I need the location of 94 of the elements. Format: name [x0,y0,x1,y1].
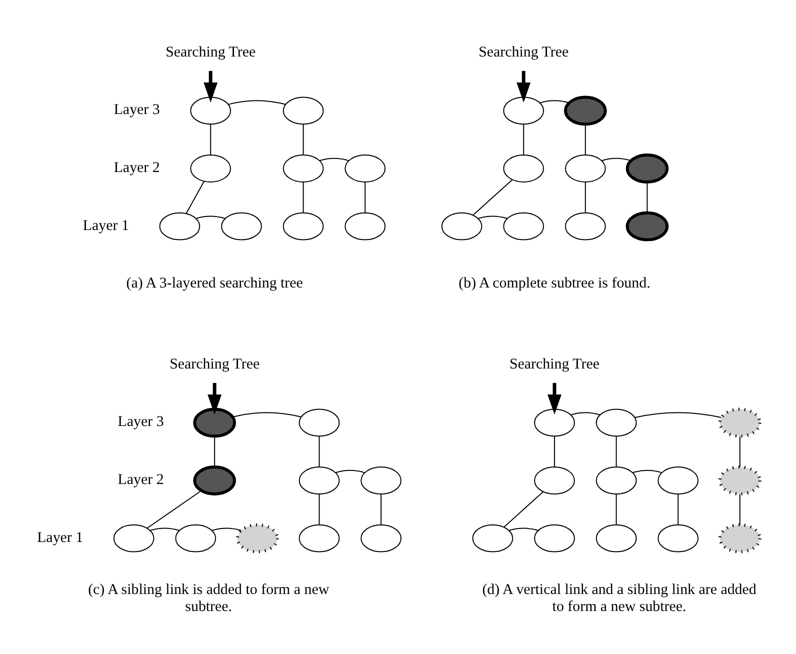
label: Layer 2 [118,472,164,488]
node-ellipse [596,408,637,436]
node-ellipse [596,524,637,552]
connector [508,527,539,530]
node-text: Searching Tree [509,356,600,372]
label: Layer 3 [118,414,164,430]
node-ellipse [298,524,340,552]
connector [232,412,302,417]
connector [318,435,320,467]
node-text: Searching Tree [170,356,260,372]
label: Layer 1 [37,529,84,546]
node-text: Searching Tree [166,44,256,60]
label: (c) A sibling link is added to form a new subtree. [88,582,330,615]
label: Layer 3 [114,102,160,118]
connector [584,181,586,213]
connector [646,181,648,213]
connector [540,100,570,103]
node-text: Searching Tree [478,44,569,60]
arrow [548,382,562,414]
node-ellipse [190,154,232,182]
node-ellipse [175,524,216,552]
connector [503,490,544,528]
arrow [204,70,218,102]
node-ellipse [626,153,669,183]
connector [634,412,722,418]
label: Layer 1 [82,217,129,234]
node-ellipse [159,212,200,240]
node-ellipse [193,465,236,495]
node-ellipse [221,212,262,240]
arrow [208,382,222,414]
connector [196,215,226,218]
node-ellipse [534,466,575,494]
node-ellipse [190,96,232,124]
node-ellipse [564,154,606,182]
connector [186,180,205,214]
node-ellipse [472,524,514,552]
connector [212,527,242,530]
node-ellipse [282,212,324,240]
connector [584,123,586,155]
connector [214,435,216,467]
connector [570,412,600,415]
connector [302,123,304,155]
node-ellipse [282,154,324,182]
connector [302,181,304,213]
label: (a) A 3-layered searching tree [126,275,303,292]
node-ellipse [596,466,637,494]
node-ellipse [503,212,544,240]
label: (b) A complete subtree is found. [458,275,650,292]
node-ellipse [503,154,544,182]
connector [523,123,524,155]
node-ellipse [193,407,236,438]
connector [601,157,632,161]
connector [739,435,740,467]
connector [150,527,180,530]
node-ellipse [534,524,575,552]
connector [228,100,286,104]
connector [364,181,366,213]
connector [380,493,382,525]
node-ellipse [113,524,154,552]
arrow [516,70,531,102]
connector [554,435,555,467]
node-ellipse [658,524,699,552]
node-ellipse [236,522,279,553]
node-ellipse [626,210,669,241]
node-ellipse [298,466,340,494]
node-ellipse [658,466,699,494]
node-ellipse [718,522,762,553]
node-ellipse [503,96,544,124]
node-ellipse [344,212,386,240]
connector [335,469,366,473]
node-ellipse [718,465,762,495]
node-ellipse [441,212,482,240]
node-ellipse [564,212,606,240]
connector [616,435,617,467]
connector [318,493,320,525]
node-ellipse [282,96,324,124]
node-ellipse [718,407,762,438]
node-ellipse [360,524,402,552]
node-ellipse [360,466,402,494]
connector [739,493,740,525]
node-ellipse [564,95,607,126]
label: (d) A vertical link and a sibling link are added to form a new subtree. [482,582,756,615]
connector [616,493,617,525]
connector [632,469,662,473]
connector [319,157,350,161]
connector [146,490,202,528]
node-ellipse [344,154,386,182]
node-ellipse [534,408,575,436]
connector [210,123,212,155]
label: Layer 2 [114,160,160,176]
connector [678,493,679,525]
node-ellipse [298,408,340,436]
connector [472,178,513,216]
connector [478,215,508,218]
